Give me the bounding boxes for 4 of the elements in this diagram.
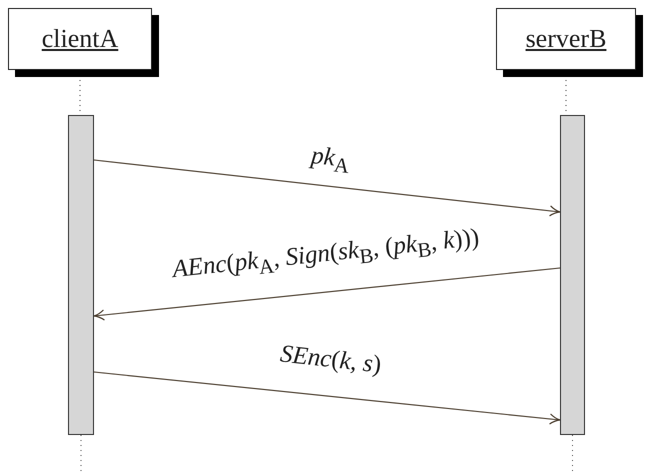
participant-name: clientA	[42, 24, 118, 54]
participant-name: serverB	[526, 24, 606, 54]
activation-bar	[68, 115, 94, 435]
activation-bar	[560, 115, 585, 435]
